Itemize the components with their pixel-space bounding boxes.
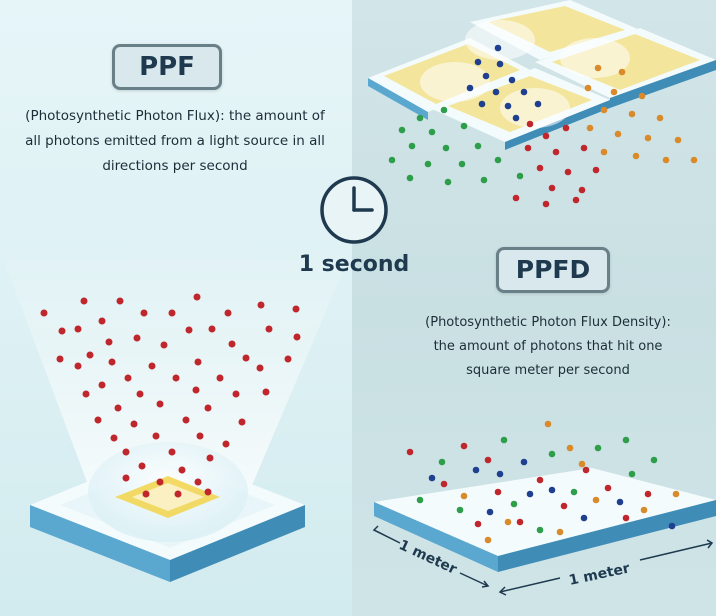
ppfd-description-line: square meter per second: [466, 363, 630, 378]
led-panel-grid: [368, 0, 716, 150]
ppfd-title: PPFD: [496, 247, 610, 293]
led-board: [30, 442, 305, 582]
panel-photons: [388, 44, 698, 208]
ppf-description: (Photosynthetic Photon Flux): the amount…: [10, 104, 340, 179]
ppf-description-line: directions per second: [102, 158, 248, 174]
ppfd-description-line: (Photosynthetic Photon Flux Density):: [425, 315, 671, 330]
ppfd-description-line: the amount of photons that hit one: [433, 339, 663, 354]
ppf-photons: [40, 293, 301, 498]
clock-icon: [320, 176, 388, 244]
ppf-description-line: (Photosynthetic Photon Flux): the amount…: [25, 108, 325, 124]
ppf-description-line: all photons emitted from a light source …: [25, 133, 325, 149]
ppfd-description: (Photosynthetic Photon Flux Density): th…: [398, 311, 698, 383]
one-square-meter-surface: [374, 468, 716, 572]
ppfd-photons: [406, 420, 680, 544]
depth-meter-arrow: [372, 525, 490, 588]
width-meter-label: 1 meter: [568, 560, 632, 589]
ppf-title: PPF: [112, 44, 222, 90]
light-beam: [0, 250, 352, 490]
width-meter-arrow: [498, 539, 714, 596]
time-label: 1 second: [298, 252, 410, 277]
